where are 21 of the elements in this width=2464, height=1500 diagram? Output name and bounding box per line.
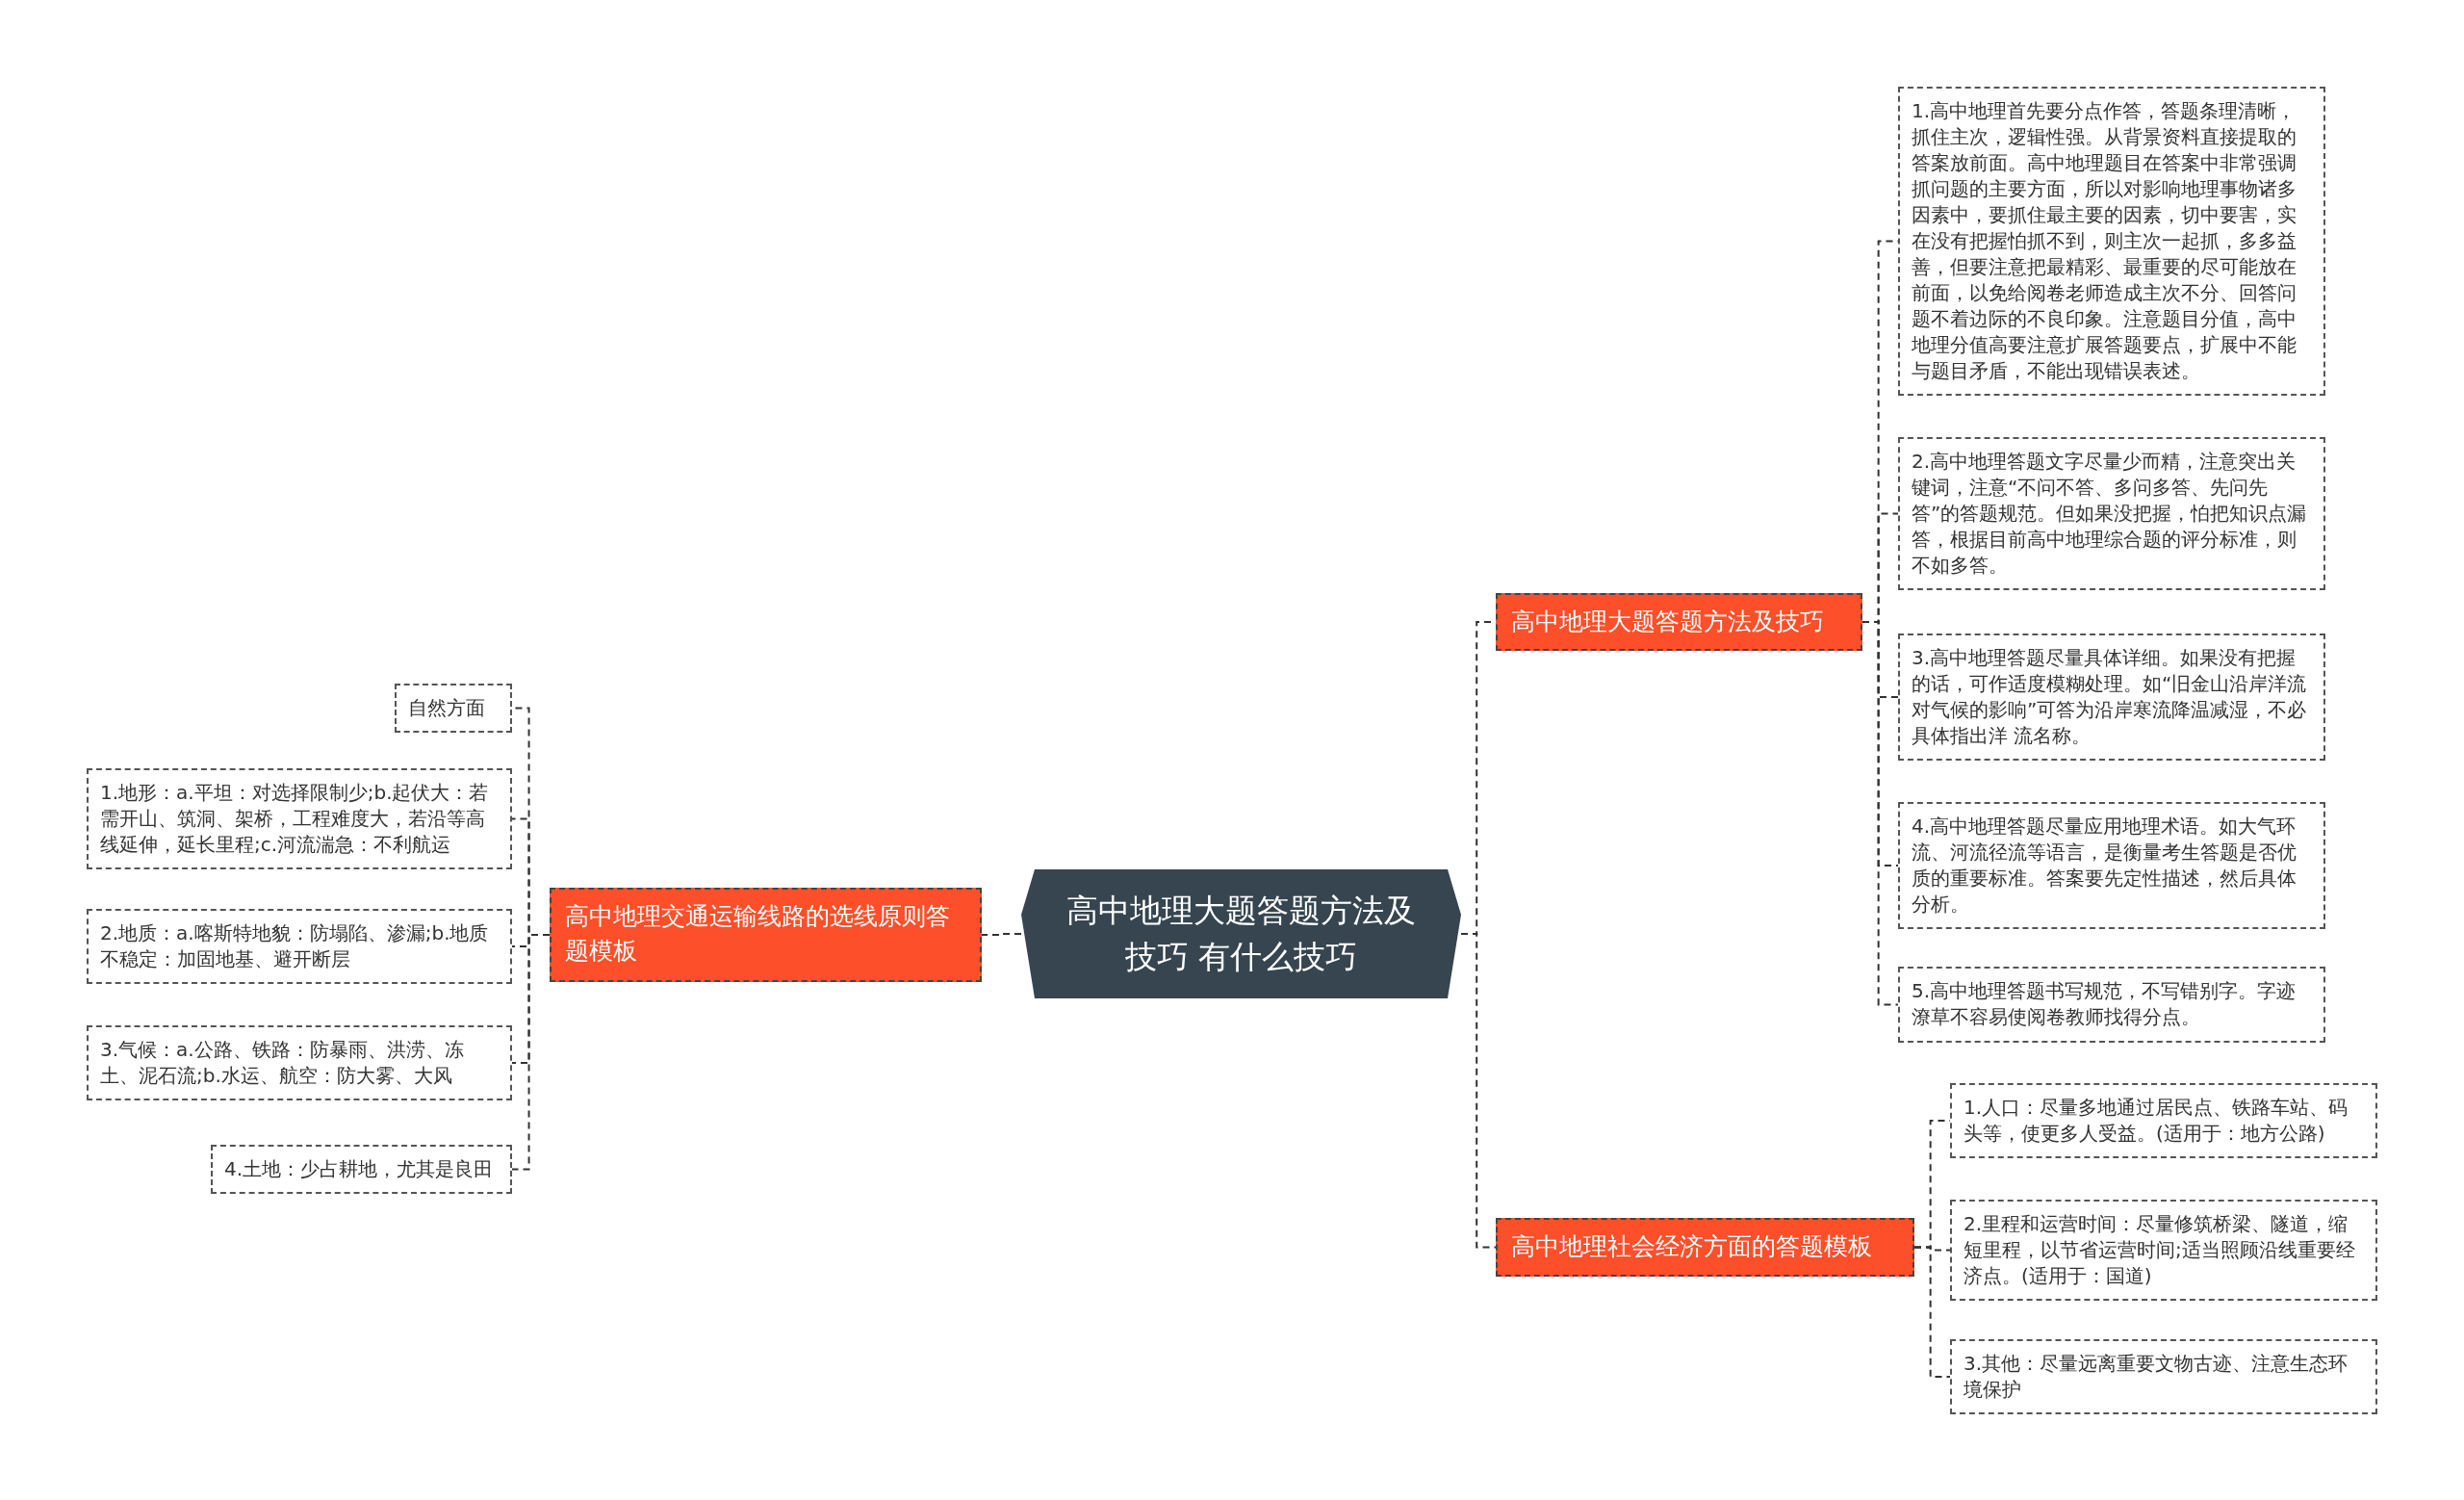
topic-box: 高中地理大题答题方法及技巧 [1496,593,1862,651]
note-box: 4.土地：少占耕地，尤其是良田 [211,1145,512,1194]
note-box: 4.高中地理答题尽量应用地理术语。如大气环流、河流径流等语言，是衡量考生答题是否优质的重要标准。答案要先定性描述，然后具体分析。 [1898,802,2325,929]
topic-box: 高中地理社会经济方面的答题模板 [1496,1218,1914,1277]
note-box: 自然方面 [395,684,512,733]
note-box: 2.里程和运营时间：尽量修筑桥梁、隧道，缩短里程，以节省运营时间;适当照顾沿线重要经济点。(适用于：国道) [1950,1200,2377,1301]
note-box: 1.人口：尽量多地通过居民点、铁路车站、码头等，使更多人受益。(适用于：地方公路) [1950,1083,2377,1158]
note-box: 1.地形：a.平坦：对选择限制少;b.起伏大：若需开山、筑洞、架桥，工程难度大，若沿等高线延伸，延长里程;c.河流湍急：不利航运 [87,768,512,869]
note-box: 3.其他：尽量远离重要文物古迹、注意生态环境保护 [1950,1339,2377,1414]
note-box: 2.地质：a.喀斯特地貌：防塌陷、渗漏;b.地质不稳定：加固地基、避开断层 [87,909,512,984]
note-box: 3.高中地理答题尽量具体详细。如果没有把握的话，可作适度模糊处理。如“旧金山沿岸洋流对气候的影响”可答为沿岸寒流降温减湿，不必具体指出洋 流名称。 [1898,634,2325,761]
connector [1460,933,1497,1249]
central-topic: 高中地理大题答题方法及技巧 有什么技巧 [1021,869,1461,998]
topic-box: 高中地理交通运输线路的选线原则答题模板 [550,888,982,982]
note-box: 2.高中地理答题文字尽量少而精，注意突出关键词，注意“不问不答、多问多答、先问先答”的答题规范。但如果没把握，怕把知识点漏答，根据目前高中地理综合题的评分标准，则不如多答。 [1898,437,2325,590]
connector [981,933,1022,936]
note-box: 3.气候：a.公路、铁路：防暴雨、洪涝、冻土、泥石流;b.水运、航空：防大雾、大风 [87,1025,512,1100]
note-box: 1.高中地理首先要分点作答，答题条理清晰，抓住主次，逻辑性强。从背景资料直接提取的答案放前面。高中地理题目在答案中非常强调抓问题的主要方面，所以对影响地理事物诸多因素中，要抓住最主要的因素，切中要害，实在没有把握怕抓不到，则主次一起抓，多多益善，但要注意把最精彩、最重要的尽可能放在前面，以免给阅卷老师造成主次不分、回答问题不着边际的不良印象。注意题目分值，高中地理分值高要注意扩展答题要点，扩展中不能与题目矛盾，不能出现错误表述。 [1898,87,2325,396]
connector [1913,1246,1951,1378]
note-box: 5.高中地理答题书写规范，不写错别字。字迹潦草不容易使阅卷教师找得分点。 [1898,967,2325,1043]
connector [511,934,551,1171]
